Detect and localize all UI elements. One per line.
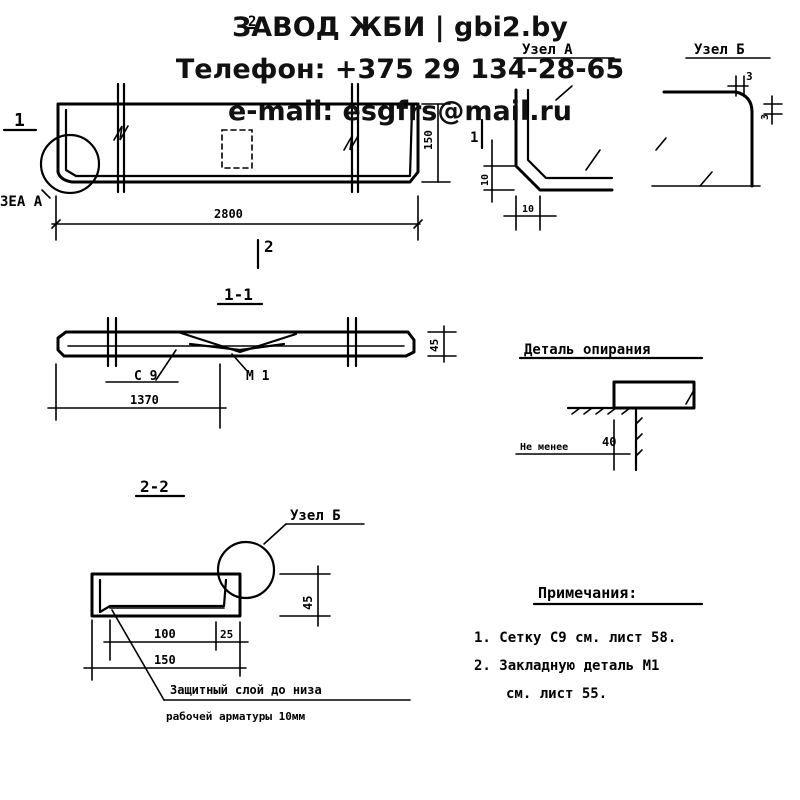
support-detail-title: Деталь опирания	[524, 342, 650, 358]
node-a-circle	[39, 133, 101, 195]
notes-block: Примечания: 1. Сетку С9 см. лист 58. 2. …	[474, 584, 704, 702]
node-a-label: ЗЕА А	[0, 194, 43, 210]
section-2-cover-note-2: рабочей арматуры 10мм	[166, 710, 305, 723]
node-b-circle	[216, 540, 276, 600]
node-b-title: Узел Б	[694, 42, 745, 58]
section-2-dim-side: 25	[220, 628, 233, 641]
section-2-outline	[90, 572, 242, 618]
section-1-title: 1-1	[224, 285, 253, 304]
notes-title: Примечания:	[538, 584, 637, 602]
section-mark-left: 1	[14, 110, 25, 131]
node-a-dim-horizontal: 10	[522, 204, 534, 215]
header-email: e-mail: esgfrs@mail.ru	[227, 96, 573, 127]
support-min-label: Не менее	[520, 442, 568, 453]
header-title: ЗАВОД ЖБИ | gbi2.by	[232, 12, 568, 43]
plan-height-dim: 150	[422, 130, 435, 150]
section-mark-top: 2	[248, 14, 256, 30]
node-a-title: Узел А	[522, 42, 573, 58]
support-min-value: 40	[602, 435, 616, 449]
section-2-dim-width: 150	[154, 653, 176, 667]
node-a-detail: Узел А 10 10 1	[470, 42, 615, 231]
section-1-embed-label: М 1	[246, 369, 270, 384]
embed-outline-plan	[221, 129, 253, 169]
notes-item-3: см. лист 55.	[506, 686, 607, 702]
section-1-1: 1-1 С 9 М 1 1370 45	[47, 285, 457, 429]
section-1-dim-length: 1370	[130, 393, 159, 407]
section-mark-bottom: 2	[264, 237, 274, 256]
plan-length-dim: 2800	[214, 207, 243, 221]
section-2-dim-height: 45	[301, 596, 315, 610]
section-1-mesh-label: С 9	[134, 369, 157, 384]
node-b-dim-vertical: 3	[760, 114, 771, 120]
support-detail: Деталь опирания Не менее 40	[515, 342, 704, 472]
section-1-dim-height: 45	[428, 339, 441, 352]
node-a-section-mark: 1	[470, 130, 478, 146]
section-2-node-b-label: Узел Б	[290, 508, 341, 524]
node-a-dim-vertical: 10	[480, 174, 491, 186]
notes-item-2: 2. Закладную деталь М1	[474, 658, 659, 674]
node-b-detail: Узел Б 3 3	[651, 42, 783, 188]
section-2-cover-note-1: Защитный слой до низа	[170, 683, 322, 697]
header-phone: Телефон: +375 29 134-28-65	[175, 54, 625, 85]
notes-item-1: 1. Сетку С9 см. лист 58.	[474, 630, 676, 646]
section-2-dim-inner: 100	[154, 627, 176, 641]
node-b-dim-horizontal: 3	[746, 70, 753, 83]
section-2-2: 2-2 Узел Б 45 100 25 150 Защитный слой д…	[83, 477, 411, 723]
support-slab	[612, 380, 696, 410]
section-2-title: 2-2	[140, 477, 169, 496]
plan-view: 1 ЗЕА А 2800 2 2 150	[0, 14, 451, 270]
